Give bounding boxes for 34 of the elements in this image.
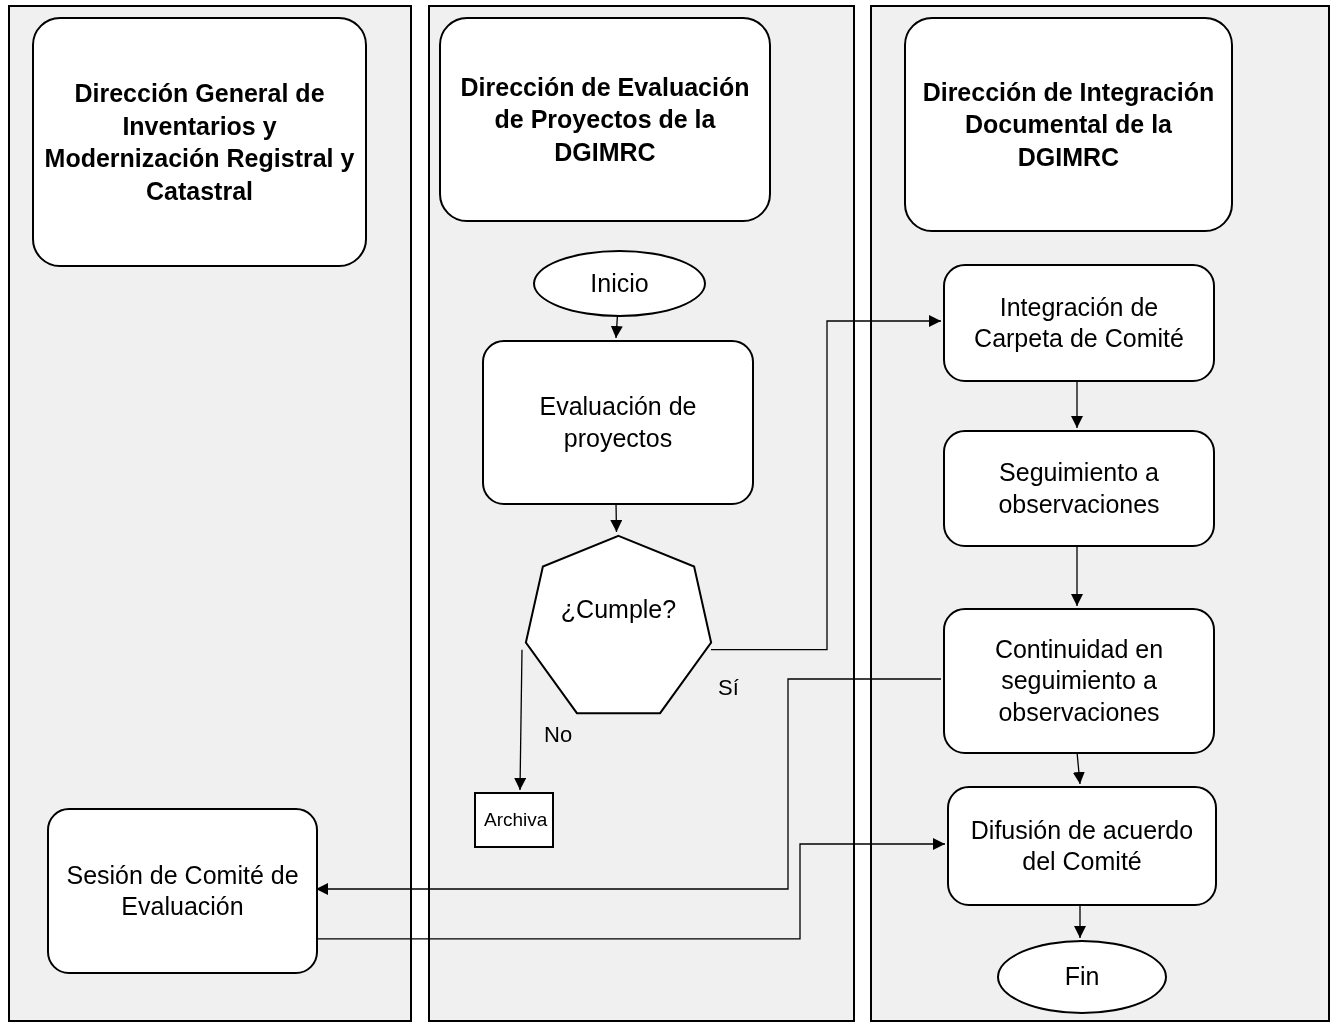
swimlane: [428, 5, 855, 1022]
lane-heading: Dirección de Integración Documental de la DGIMRC: [904, 17, 1233, 232]
process-box: [943, 608, 1215, 754]
node-text: Fin: [1064, 961, 1100, 993]
arrow: [610, 502, 623, 533]
process-box: [474, 792, 554, 848]
node-text: Evaluación de proyectos: [538, 391, 698, 454]
arrow: [315, 678, 942, 895]
node-text: Sesión de Comité de Evaluación: [65, 859, 300, 922]
node-text: Seguimiento a observaciones: [997, 457, 1161, 520]
process-box: [943, 430, 1215, 547]
arrow: [514, 649, 527, 791]
lane-heading: Dirección General de Inventarios y Modernización Registral y Catastral: [32, 17, 367, 267]
process-box: [943, 264, 1215, 382]
arrow: [1072, 751, 1085, 785]
swimlane: [870, 5, 1330, 1022]
process-box: [482, 340, 754, 505]
node-text: Difusión de acuerdo del Comité: [969, 814, 1195, 877]
arrow: [1071, 544, 1083, 607]
node-text: Integración de Carpeta de Comité: [973, 291, 1185, 354]
node-text: ¿Cumple?: [560, 593, 677, 625]
arrow: [1074, 903, 1086, 939]
arrow: [610, 314, 623, 339]
decision-heptagon: [524, 534, 713, 715]
lane-heading: Dirección de Evaluación de Proyectos de la DGIMRC: [439, 17, 771, 222]
node-text: Archiva: [484, 808, 548, 832]
node-text: Continuidad en seguimiento a observaciones: [993, 634, 1165, 728]
process-box: [47, 808, 318, 974]
arrow: [710, 315, 942, 651]
process-box: [947, 786, 1217, 906]
node-text: Inicio: [590, 267, 649, 299]
arrow: [1071, 379, 1083, 429]
arrow: [315, 838, 946, 940]
swimlane: [8, 5, 412, 1022]
